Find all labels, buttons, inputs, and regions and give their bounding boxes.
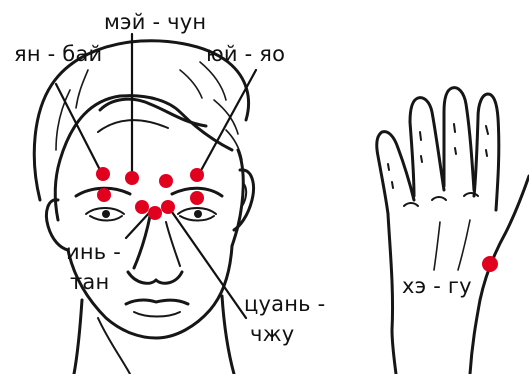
point-yui-yao-right	[190, 168, 204, 182]
pointer-yui-yao	[198, 70, 256, 176]
point-tsuan-zhu-right-inner	[161, 200, 175, 214]
label-tsuan-zhu-line1: цуань -	[244, 292, 325, 316]
label-yan-bai: ян - бай	[14, 42, 102, 66]
point-yin-tan	[148, 206, 162, 220]
label-tsuan-zhu-line2: чжу	[250, 322, 294, 346]
hand-drawing	[377, 88, 529, 374]
label-yin-tan-line2: тан	[70, 270, 109, 294]
point-tsuan-zhu-right	[190, 191, 204, 205]
point-mei-chun-right	[159, 174, 173, 188]
label-mei-chun: мэй - чун	[104, 10, 206, 34]
acupoints	[96, 167, 498, 272]
point-mei-chun-left	[125, 171, 139, 185]
label-he-gu: хэ - гу	[402, 274, 472, 298]
point-tsuan-zhu-left	[97, 188, 111, 202]
point-he-gu	[482, 256, 498, 272]
point-tsuan-zhu-left-inner	[135, 200, 149, 214]
point-yan-bai-left	[96, 167, 110, 181]
label-yin-tan-line1: инь -	[66, 240, 121, 264]
label-yui-yao: юй - яо	[206, 42, 285, 66]
